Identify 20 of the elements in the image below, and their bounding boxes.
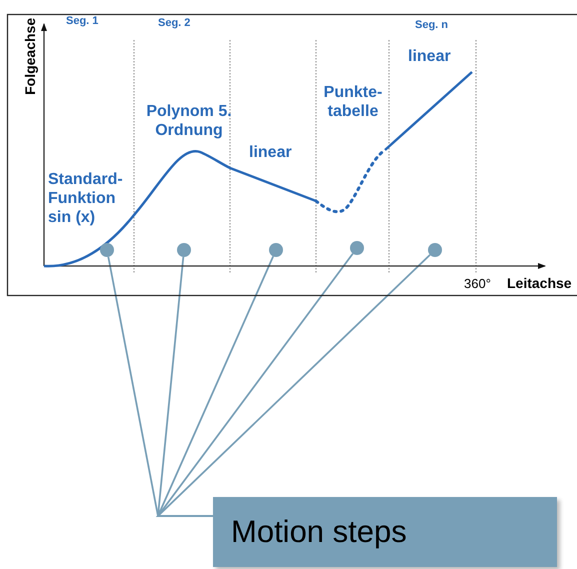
axis-title: Folgeachse xyxy=(22,18,39,95)
seg-label: Seg. 2 xyxy=(158,17,190,30)
leader-line xyxy=(107,256,213,517)
curve-label: Punkte-tabelle xyxy=(322,83,384,122)
curve-label: linear xyxy=(249,143,292,162)
step-dot xyxy=(428,243,442,257)
leader-line xyxy=(156,253,354,517)
curve-label: linear xyxy=(408,47,451,66)
axis-title: Leitachse xyxy=(507,275,572,292)
step-dot xyxy=(269,243,283,257)
step-dot xyxy=(177,243,191,257)
leader-line xyxy=(156,254,431,517)
curve-label: Standard-Funktion sin (x) xyxy=(48,170,124,228)
seg-label: Seg. n xyxy=(415,19,448,32)
step-dot xyxy=(350,241,364,255)
label-box: Motion steps xyxy=(213,497,557,567)
step-dot xyxy=(100,243,114,257)
curve-label: Polynom 5. Ordnung xyxy=(145,102,233,140)
seg-label: Seg. 1 xyxy=(66,15,98,28)
tick-label: 360° xyxy=(464,276,491,292)
